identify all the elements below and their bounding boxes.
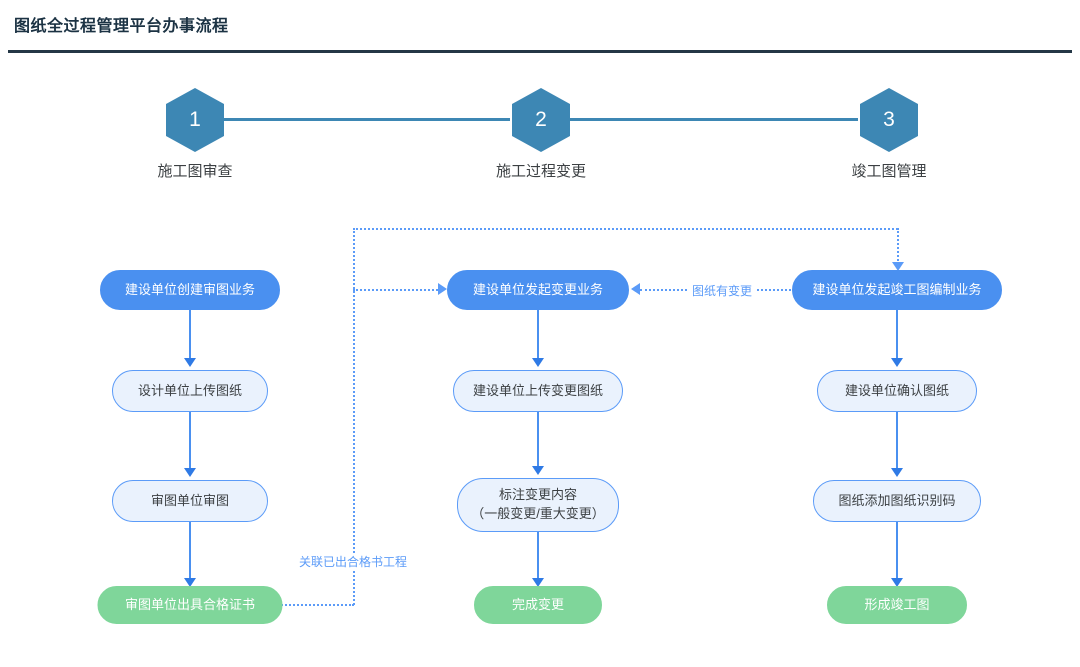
connector-col2-1 bbox=[537, 310, 539, 362]
connector-col3-3 bbox=[896, 522, 898, 584]
node-confirm-drawings[interactable]: 建设单位确认图纸 bbox=[817, 370, 977, 412]
arrow-col3-1 bbox=[891, 358, 903, 367]
node-label: 设计单位上传图纸 bbox=[137, 382, 242, 398]
node-issue-qualification-certificate[interactable]: 审图单位出具合格证书 bbox=[97, 586, 283, 624]
arrow-into-asbuilt-start bbox=[892, 262, 904, 271]
dotted-edge-cert-to-riser bbox=[274, 604, 354, 606]
node-create-review-business[interactable]: 建设单位创建审图业务 bbox=[100, 270, 280, 310]
step-label-3: 竣工图管理 bbox=[851, 163, 927, 180]
step-number-3: 3 bbox=[883, 108, 895, 131]
node-label: 建设单位确认图纸 bbox=[844, 382, 949, 398]
arrow-col2-1 bbox=[532, 358, 544, 367]
node-label: 标注变更内容 （一般变更/重大变更） bbox=[455, 486, 621, 524]
node-add-drawing-identifier[interactable]: 图纸添加图纸识别码 bbox=[813, 480, 981, 522]
dotted-riser-left bbox=[353, 228, 355, 605]
step-number-1: 1 bbox=[189, 108, 201, 131]
node-label: 建设单位创建审图业务 bbox=[124, 281, 255, 297]
arrow-col3-2 bbox=[891, 468, 903, 477]
node-change-completed[interactable]: 完成变更 bbox=[474, 586, 602, 624]
connector-col1-1 bbox=[189, 310, 191, 362]
node-label: 图纸添加图纸识别码 bbox=[838, 492, 956, 508]
step-header: 1 2 3 施工图审查 施工过程变更 竣工图管理 bbox=[0, 0, 1080, 200]
node-label: 形成竣工图 bbox=[864, 596, 930, 612]
arrow-col1-3 bbox=[184, 578, 196, 587]
connector-col2-3 bbox=[537, 532, 539, 584]
step-connector-1-2 bbox=[224, 118, 510, 121]
connector-col3-1 bbox=[896, 310, 898, 362]
step-connector-2-3 bbox=[570, 118, 858, 121]
arrow-col2-2 bbox=[532, 466, 544, 475]
connector-col2-2 bbox=[537, 412, 539, 470]
node-initiate-asbuilt-business[interactable]: 建设单位发起竣工图编制业务 bbox=[792, 270, 1002, 310]
node-label: 审图单位出具合格证书 bbox=[124, 596, 255, 612]
arrow-col1-2 bbox=[184, 468, 196, 477]
edge-label-drawing-changed: 图纸有变更 bbox=[688, 282, 756, 299]
node-asbuilt-drawing-formed[interactable]: 形成竣工图 bbox=[827, 586, 967, 624]
step-marker-3[interactable]: 3 bbox=[860, 88, 918, 152]
step-number-2: 2 bbox=[535, 108, 547, 131]
connector-col1-2 bbox=[189, 412, 191, 472]
node-initiate-change-business[interactable]: 建设单位发起变更业务 bbox=[447, 270, 629, 310]
node-label: 审图单位审图 bbox=[150, 492, 229, 508]
node-label: 建设单位发起变更业务 bbox=[472, 281, 603, 297]
arrow-into-change-start bbox=[438, 283, 447, 295]
arrow-col1-1 bbox=[184, 358, 196, 367]
connector-col1-3 bbox=[189, 522, 191, 584]
step-label-2: 施工过程变更 bbox=[495, 163, 587, 180]
node-review-unit-review[interactable]: 审图单位审图 bbox=[112, 480, 268, 522]
arrow-col2-3 bbox=[532, 578, 544, 587]
page-title: 图纸全过程管理平台办事流程 bbox=[14, 18, 229, 35]
dotted-top-rail bbox=[353, 228, 898, 230]
step-label-1: 施工图审查 bbox=[157, 163, 233, 180]
title-divider bbox=[8, 50, 1072, 53]
node-label: 完成变更 bbox=[511, 596, 564, 612]
node-annotate-change-content[interactable]: 标注变更内容 （一般变更/重大变更） bbox=[457, 478, 619, 532]
node-label: 建设单位发起竣工图编制业务 bbox=[812, 281, 982, 297]
node-design-unit-upload-drawings[interactable]: 设计单位上传图纸 bbox=[112, 370, 268, 412]
edge-label-link-certified-project: 关联已出合格书工程 bbox=[295, 553, 411, 570]
connector-col3-2 bbox=[896, 412, 898, 472]
node-upload-change-drawings[interactable]: 建设单位上传变更图纸 bbox=[453, 370, 623, 412]
node-label: 建设单位上传变更图纸 bbox=[472, 382, 603, 398]
step-marker-1[interactable]: 1 bbox=[166, 88, 224, 152]
dotted-drop-to-asbuilt bbox=[897, 228, 899, 264]
dotted-edge-riser-to-change bbox=[353, 289, 438, 291]
arrow-col3-3 bbox=[891, 578, 903, 587]
arrow-into-change-from-asbuilt bbox=[631, 283, 640, 295]
step-marker-2[interactable]: 2 bbox=[512, 88, 570, 152]
node-label-line1: 标注变更内容 bbox=[498, 487, 577, 503]
node-label-line2: （一般变更/重大变更） bbox=[471, 506, 605, 521]
